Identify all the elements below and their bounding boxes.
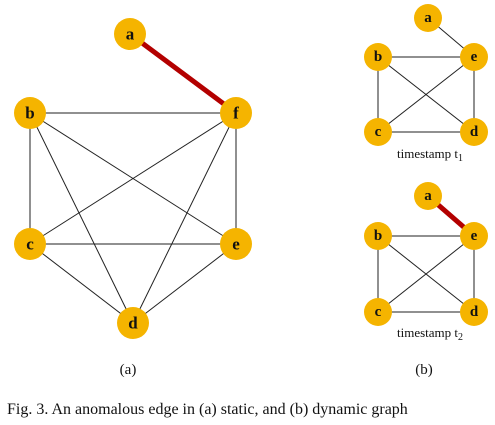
- panel-b-t2-nodes: a b c d e: [364, 182, 488, 326]
- panel-a-node-c-label: c: [26, 235, 34, 254]
- panel-a-node-b-circle: [14, 97, 46, 129]
- panel-b-t1-node-a-label: a: [424, 10, 432, 26]
- panel-b-t1-node-e-circle: [460, 43, 488, 71]
- panel-a-node-b-label: b: [25, 104, 34, 123]
- panel-b-t2-node-e: e: [460, 222, 488, 250]
- panel-a-static-graph: a b c d e f: [14, 18, 252, 339]
- panel-a-label: (a): [120, 362, 137, 378]
- panel-a-anomalous-edge-a-f: [128, 31, 238, 116]
- panel-b-t2-node-a: a: [414, 182, 442, 210]
- panel-b-t2-node-d: d: [460, 298, 488, 326]
- panel-a-node-b: b: [14, 97, 46, 129]
- panel-a-node-d: d: [117, 307, 149, 339]
- timestamp-t1-label: timestamp t1: [397, 146, 463, 164]
- panel-b-t2-node-b-circle: [364, 222, 392, 250]
- panel-a-node-c-circle: [14, 228, 46, 260]
- panel-b-t1-node-e: e: [460, 43, 488, 71]
- panel-a-node-c: c: [14, 228, 46, 260]
- panel-a-edge-b-d: [29, 112, 134, 324]
- panel-b-t1-node-d-label: d: [470, 124, 479, 140]
- panel-a-edge-c-d: [29, 243, 134, 324]
- panel-b-t1-node-a: a: [414, 4, 442, 32]
- panel-b-t1-edge-e-c: [377, 56, 475, 133]
- panel-b-t1-node-a-circle: [414, 4, 442, 32]
- panel-b-t2-node-a-circle: [414, 182, 442, 210]
- panel-b-label: (b): [415, 362, 433, 378]
- panel-b-t2-node-c-label: c: [375, 304, 382, 320]
- panel-b-t1-node-b-label: b: [374, 49, 382, 65]
- panel-b-t2-node-c-circle: [364, 298, 392, 326]
- panel-b-t2-node-d-circle: [460, 298, 488, 326]
- panel-b-t1-node-c-label: c: [375, 124, 382, 140]
- panel-b-t1-node-d-circle: [460, 118, 488, 146]
- panel-b-t2-node-b-label: b: [374, 228, 382, 244]
- panel-a-edge-f-d: [132, 112, 237, 324]
- panel-a-node-e-circle: [220, 228, 252, 260]
- panel-a-node-a-label: a: [126, 25, 135, 44]
- panel-a-node-f: f: [220, 97, 252, 129]
- panel-b-t1-node-c: c: [364, 118, 392, 146]
- panel-b-t1-node-c-circle: [364, 118, 392, 146]
- figure-caption: Fig. 3. An anomalous edge in (a) static,…: [7, 401, 408, 418]
- panel-a-nodes: a b c d e f: [14, 18, 252, 339]
- panel-b-t1-node-d: d: [460, 118, 488, 146]
- panel-b-t1-node-e-label: e: [471, 49, 478, 65]
- panel-a-node-f-label: f: [233, 104, 239, 123]
- panel-a-node-a: a: [114, 18, 146, 50]
- panel-b-graph-t1: a b c d e: [364, 4, 488, 146]
- panel-a-node-f-circle: [220, 97, 252, 129]
- panel-b-t1-edges: [377, 17, 475, 133]
- panel-a-edge-f-c: [29, 112, 237, 245]
- panel-b-t2-node-e-circle: [460, 222, 488, 250]
- panel-b-t2-node-c: c: [364, 298, 392, 326]
- panel-b-t1-nodes: a b c d e: [364, 4, 488, 146]
- panel-b-t1-node-b: b: [364, 43, 392, 71]
- panel-a-node-e-label: e: [232, 235, 240, 254]
- panel-b-t1-node-b-circle: [364, 43, 392, 71]
- panel-b-t2-node-e-label: e: [471, 228, 478, 244]
- panel-a-node-a-circle: [114, 18, 146, 50]
- panel-a-node-e: e: [220, 228, 252, 260]
- panel-b-t2-edges: [377, 194, 476, 313]
- panel-b-t2-node-a-label: a: [424, 188, 432, 204]
- panel-b-t2-node-b: b: [364, 222, 392, 250]
- timestamp-t2-label: timestamp t2: [397, 325, 463, 343]
- panel-a-edges: [29, 31, 238, 324]
- panel-b-t2-node-d-label: d: [470, 304, 479, 320]
- panel-b-graph-t2: a b c d e: [364, 182, 488, 326]
- panel-a-node-d-label: d: [128, 314, 138, 333]
- panel-b-t2-edge-e-c: [377, 235, 475, 313]
- panel-a-node-d-circle: [117, 307, 149, 339]
- panel-a-edge-e-d: [132, 243, 237, 324]
